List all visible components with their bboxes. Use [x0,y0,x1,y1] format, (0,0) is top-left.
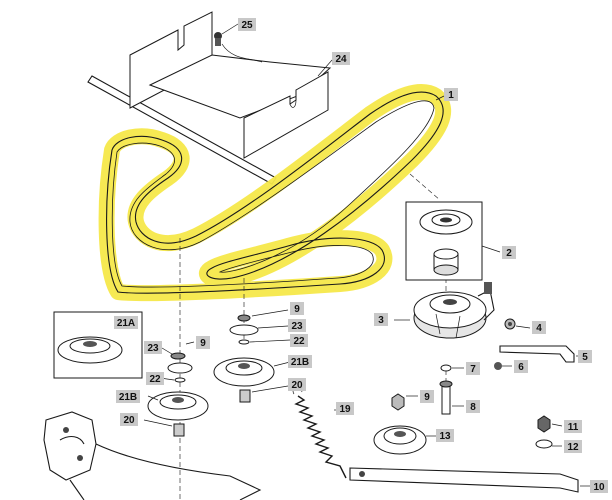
pulley-stack-left[interactable] [143,341,209,437]
svg-text:9: 9 [200,338,206,349]
callout-21b-left: 21B [116,390,140,403]
callout-9-left: 9 [196,336,210,349]
nut-9-right[interactable] [391,393,418,411]
svg-text:13: 13 [439,431,451,442]
svg-text:21A: 21A [117,318,135,329]
belt[interactable] [98,84,452,302]
callout-20-right: 20 [288,378,306,391]
svg-text:10: 10 [593,482,605,493]
shield-bracket[interactable] [87,11,332,185]
callout-9-top: 9 [290,302,304,315]
nut-4[interactable] [504,318,531,330]
callout-5: 5 [578,350,592,363]
svg-text:21B: 21B [291,357,309,368]
washer-7[interactable] [440,364,464,372]
svg-text:22: 22 [149,374,161,385]
screw-6[interactable] [494,362,512,370]
callout-9-right: 9 [420,390,434,403]
svg-text:23: 23 [147,343,159,354]
callout-2: 2 [502,246,516,259]
callout-12: 12 [564,440,582,453]
grooved-idler-pulley-13[interactable] [373,425,436,455]
callout-21a: 21A [114,316,138,329]
svg-text:3: 3 [378,315,384,326]
callout-23-right: 23 [288,319,306,332]
callout-13: 13 [436,429,454,442]
callout-21b-right: 21B [288,355,312,368]
svg-text:9: 9 [294,304,300,315]
clutch-parts-box[interactable] [405,201,501,281]
bolt-25[interactable] [214,23,263,63]
callout-8: 8 [466,400,480,413]
centerline-clutch [409,173,441,201]
svg-text:20: 20 [291,380,303,391]
callout-24: 24 [332,52,350,65]
callout-22-right: 22 [290,334,308,347]
rod-5[interactable] [499,345,590,363]
electric-pto-clutch[interactable] [394,282,495,339]
svg-text:21B: 21B [119,392,137,403]
callout-7: 7 [466,362,480,375]
svg-text:8: 8 [470,402,476,413]
svg-text:23: 23 [291,321,303,332]
svg-text:4: 4 [536,323,542,334]
deck-frame [43,411,262,500]
svg-text:20: 20 [123,415,135,426]
callout-10: 10 [590,480,608,493]
svg-text:12: 12 [567,442,579,453]
callout-1: 1 [444,88,458,101]
washer-12[interactable] [535,439,562,449]
callout-6: 6 [514,360,528,373]
svg-text:6: 6 [518,362,524,373]
callout-3: 3 [374,313,388,326]
leader-24 [317,59,333,77]
callout-19: 19 [336,402,354,415]
svg-text:7: 7 [470,364,476,375]
callout-4: 4 [532,321,546,334]
idler-arm-10[interactable] [349,467,590,493]
callout-11: 11 [564,420,582,433]
svg-text:9: 9 [424,392,430,403]
callout-22-left: 22 [146,372,164,385]
callout-23-left: 23 [144,341,162,354]
svg-text:24: 24 [335,54,347,65]
leader-1 [435,95,445,101]
svg-text:25: 25 [241,20,253,31]
pulley-stack-right[interactable] [213,309,291,403]
svg-text:2: 2 [506,248,512,259]
svg-text:22: 22 [293,336,305,347]
svg-text:1: 1 [448,90,454,101]
extension-spring-19[interactable] [292,387,347,479]
bolt-11[interactable] [537,415,563,433]
svg-text:5: 5 [582,352,588,363]
callout-20-left: 20 [120,413,138,426]
svg-text:11: 11 [568,422,579,433]
bolt-8[interactable] [439,380,464,415]
svg-text:19: 19 [339,404,351,415]
callout-25: 25 [238,18,256,31]
